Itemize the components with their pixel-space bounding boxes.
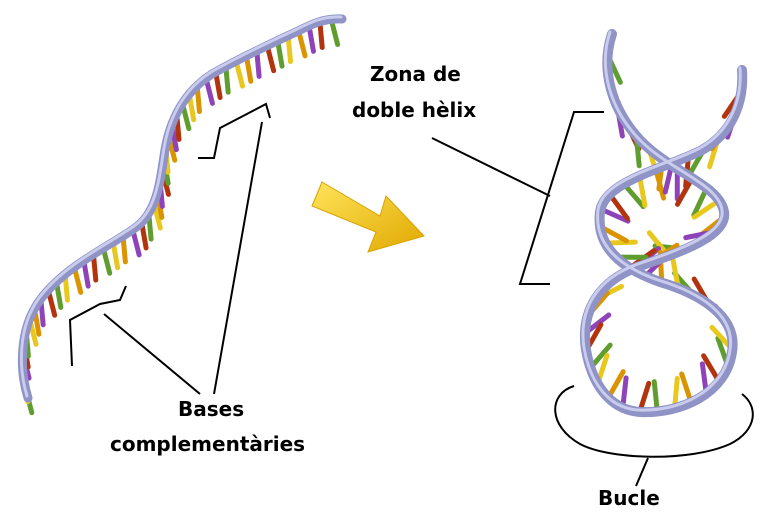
helix-pointer-line	[432, 138, 550, 196]
pointer-line-lower	[104, 314, 200, 394]
upper-bracket	[198, 104, 270, 158]
right-arrow-icon	[312, 182, 424, 252]
left-base-sticks	[23, 19, 338, 412]
folded-rna-hairpin	[583, 32, 742, 412]
unfolded-rna-strand	[21, 17, 342, 413]
helix-zone-label-line1: Zona de	[370, 62, 461, 86]
double-helix-bracket	[432, 112, 604, 284]
loop-pointer-line	[636, 458, 648, 486]
pointer-line-upper	[214, 122, 262, 394]
helix-zone-label-line2: doble hèlix	[352, 98, 476, 122]
loop-label: Bucle	[598, 486, 660, 510]
complementary-bases-label-line1: Bases	[178, 397, 244, 421]
complementary-bases-label-line2: complementàries	[110, 432, 305, 456]
